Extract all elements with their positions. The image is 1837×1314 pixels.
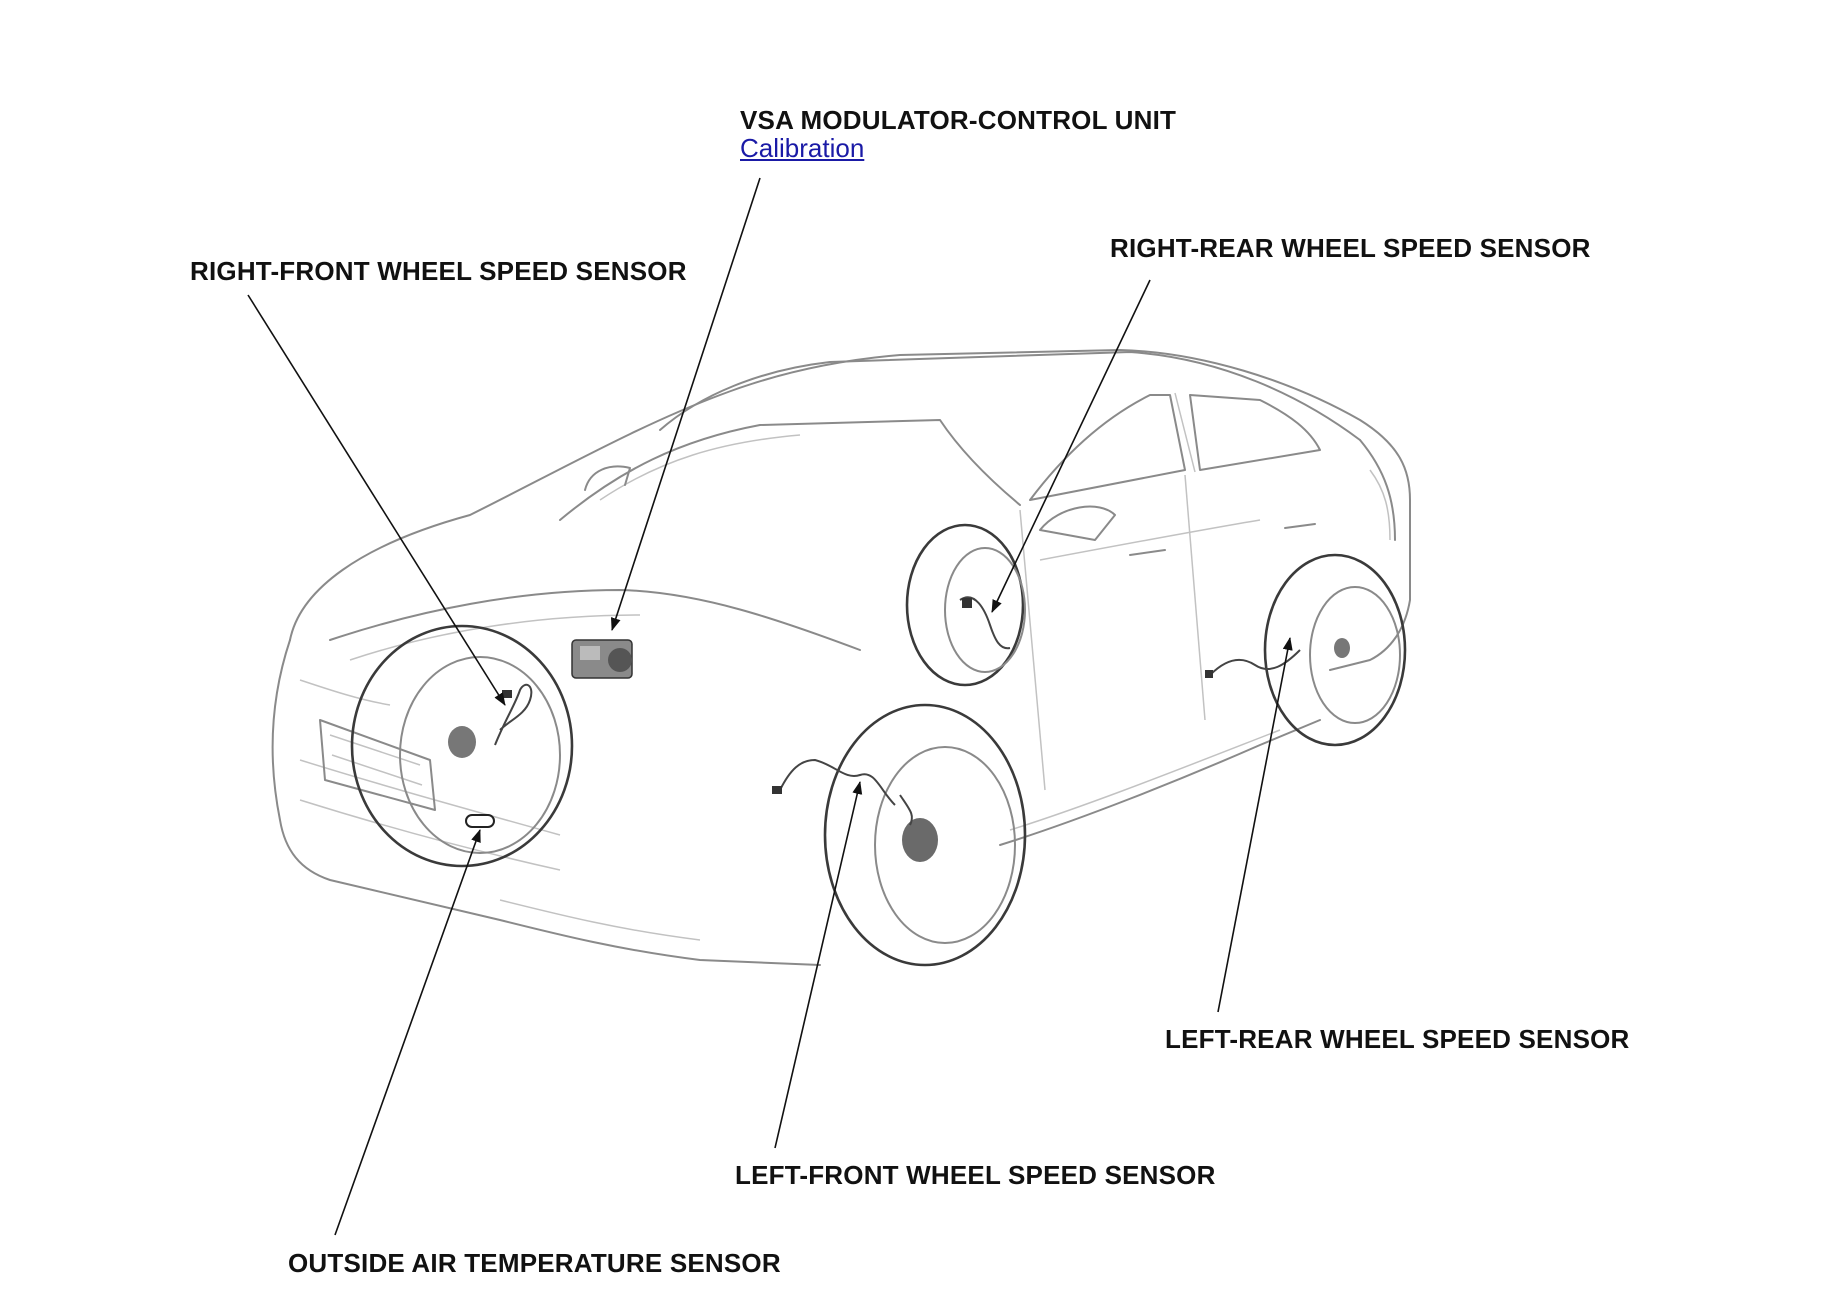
right-front-wheel [350,624,574,868]
right-rear-sensor-harness [959,596,1011,650]
left-rear-sensor-harness [1205,649,1301,678]
left-front-sensor-label: LEFT-FRONT WHEEL SPEED SENSOR [735,1160,1216,1190]
calibration-link[interactable]: Calibration [740,133,865,163]
right-front-sensor-label: RIGHT-FRONT WHEEL SPEED SENSOR [190,256,687,286]
left-rear-wheel [1263,553,1407,747]
leader-right-rear-sensor [991,279,1151,613]
right-front-sensor-harness [494,683,533,746]
left-front-wheel [823,703,1027,967]
leader-outside-air-sensor [334,829,481,1236]
car-illustration [271,349,1411,966]
outside-air-temperature-sensor [465,814,495,828]
outside-air-sensor-label: OUTSIDE AIR TEMPERATURE SENSOR [288,1248,781,1278]
right-rear-wheel [905,523,1026,687]
leader-left-front-sensor [774,781,863,1149]
leader-right-front-sensor [247,294,506,706]
right-rear-sensor-label: RIGHT-REAR WHEEL SPEED SENSOR [1110,233,1591,263]
leader-left-rear-sensor [1217,637,1293,1013]
left-front-sensor-harness [772,758,913,826]
left-rear-sensor-label: LEFT-REAR WHEEL SPEED SENSOR [1165,1024,1630,1054]
vsa-modulator-unit [571,639,633,679]
leader-vsa-modulator [610,177,761,631]
vsa-modulator-label: VSA MODULATOR-CONTROL UNIT [740,105,1177,135]
